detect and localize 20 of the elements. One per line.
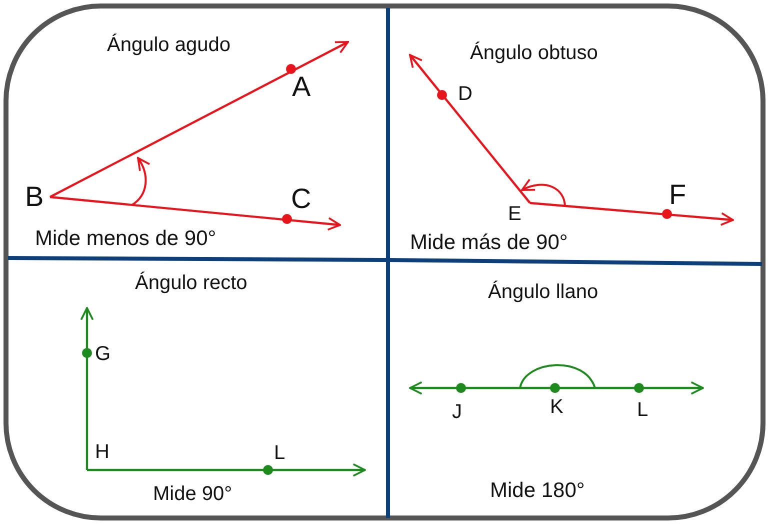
point-label: G <box>95 344 111 364</box>
angle-measure-note: Mide más de 90° <box>410 232 568 253</box>
point-label: D <box>458 84 472 104</box>
point-label: C <box>291 185 312 213</box>
point-label: H <box>95 442 110 462</box>
angle-title: Ángulo llano <box>488 282 598 302</box>
point-label: B <box>25 183 44 211</box>
point-label: L <box>637 400 648 420</box>
angle-measure-note: Mide 180° <box>490 480 585 501</box>
point-label: K <box>550 397 564 417</box>
point-label: F <box>669 181 686 209</box>
angle-title: Ángulo obtuso <box>470 43 598 63</box>
point-label: L <box>274 443 286 463</box>
point-label: E <box>508 204 522 224</box>
point-label: A <box>292 73 311 101</box>
angle-title: Ángulo recto <box>135 273 248 293</box>
point-label: J <box>452 402 462 422</box>
angle-title: Ángulo agudo <box>107 35 230 55</box>
angle-measure-note: Mide menos de 90° <box>35 228 216 249</box>
angle-measure-note: Mide 90° <box>153 484 232 504</box>
